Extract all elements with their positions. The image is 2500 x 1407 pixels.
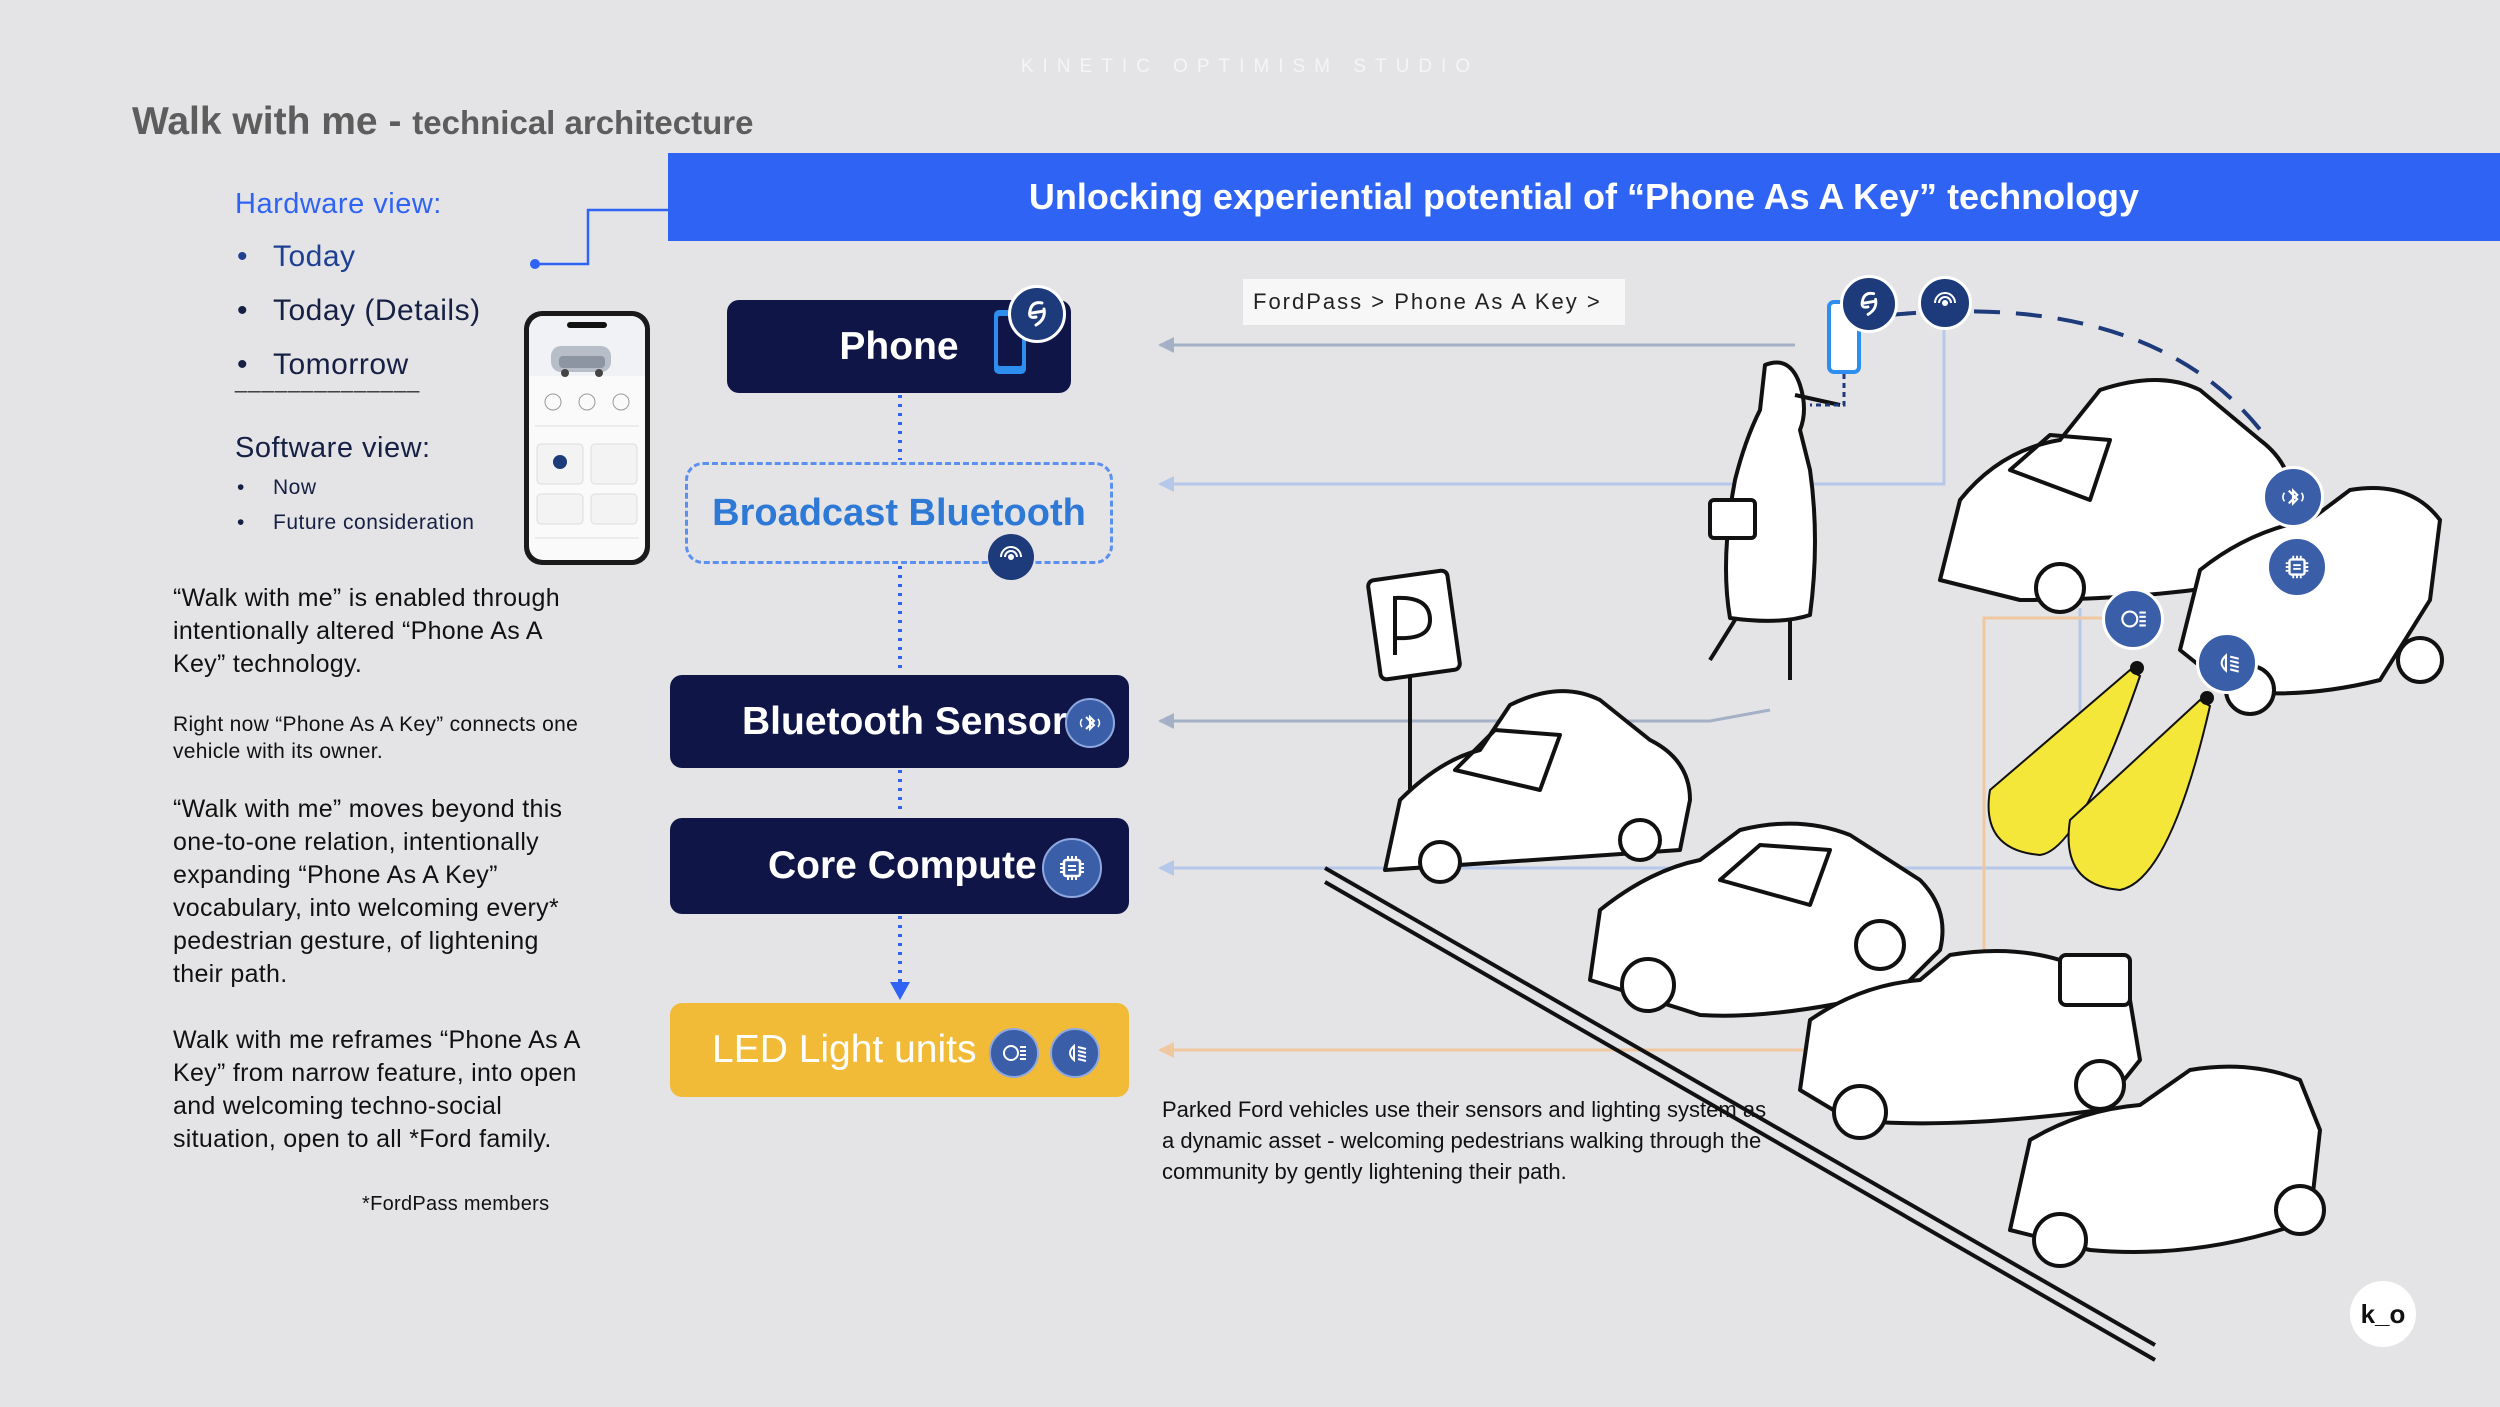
software-item-label: Now <box>273 476 317 499</box>
phone-screen <box>529 316 645 560</box>
curb <box>1324 866 2156 1362</box>
hardware-item-label: Tomorrow <box>273 348 409 381</box>
led-light-units-label: LED Light units <box>712 1028 977 1071</box>
bluetooth-icon <box>2262 466 2324 528</box>
hardware-item-tomorrow[interactable]: • Tomorrow <box>237 348 481 402</box>
low-beam-icon <box>1050 1028 1100 1078</box>
paragraph-intro: “Walk with me” is enabled through intent… <box>173 584 560 678</box>
hardware-item-today-details[interactable]: • Today (Details) <box>237 294 481 348</box>
ford-pass-icon <box>1008 285 1066 343</box>
breadcrumb[interactable]: FordPass > Phone As A Key > <box>1243 279 1625 325</box>
list-bullet: • <box>237 511 245 534</box>
paragraph-now: Right now “Phone As A Key” connects one … <box>173 713 579 763</box>
rear-light-icon <box>989 1028 1039 1078</box>
parked-cars <box>1383 378 2444 1268</box>
bluetooth-sensor-box[interactable]: Bluetooth Sensor <box>670 675 1129 768</box>
pedestrian <box>1708 360 1841 680</box>
nav-link-line <box>530 208 668 269</box>
hardware-item-label: Today (Details) <box>273 294 481 327</box>
rear-light-icon <box>2102 588 2164 650</box>
broadcast-icon <box>988 534 1034 580</box>
broadcast-icon <box>1918 276 1972 330</box>
page-title: Walk with me - technical architecture <box>132 100 753 144</box>
hardware-item-label: Today <box>273 240 356 273</box>
bluetooth-sensor-label: Bluetooth Sensor <box>742 699 1068 743</box>
software-view-heading: Software view: <box>235 432 431 464</box>
core-compute-label: Core Compute <box>768 844 1037 887</box>
software-item-label: Future consideration <box>273 511 475 534</box>
illustration-caption: Parked Ford vehicles use their sensors a… <box>1162 1097 1767 1184</box>
hardware-view-list: • Today • Today (Details) • Tomorrow <box>237 240 481 402</box>
paragraph-reframe: Walk with me reframes “Phone As A Key” f… <box>173 1026 580 1153</box>
title-sub: technical architecture <box>412 104 754 141</box>
title-separator: - <box>377 100 413 143</box>
list-bullet: • <box>237 476 245 499</box>
list-bullet: • <box>237 240 249 273</box>
ford-pass-icon <box>1840 275 1898 333</box>
broadcast-bluetooth-label: Broadcast Bluetooth <box>712 491 1086 534</box>
software-item-now[interactable]: • Now <box>237 476 474 511</box>
hardware-item-today[interactable]: • Today <box>237 240 481 294</box>
hardware-view-heading: Hardware view: <box>235 188 442 220</box>
list-bullet: • <box>237 348 249 381</box>
paragraph-beyond: “Walk with me” moves beyond this one-to-… <box>173 795 563 988</box>
banner: Unlocking experiential potential of “Pho… <box>668 153 2500 241</box>
studio-logo: k_o <box>2350 1281 2416 1347</box>
low-beam-icon <box>2196 632 2258 694</box>
phone-label: Phone <box>839 324 959 368</box>
broadcast-bluetooth-box[interactable]: Broadcast Bluetooth <box>685 462 1113 564</box>
chip-icon <box>1042 838 1102 898</box>
title-main: Walk with me <box>132 100 378 143</box>
studio-name: KINETIC OPTIMISM STUDIO <box>1020 56 1480 77</box>
flow-arrowhead <box>890 982 910 1000</box>
footnote: *FordPass members <box>362 1193 550 1215</box>
pointer-arrowheads <box>1158 337 1174 1058</box>
phone-mockup <box>524 311 650 565</box>
nav-divider: ______________ <box>235 368 421 393</box>
bluetooth-icon <box>1065 698 1115 748</box>
light-beams <box>1987 661 2214 892</box>
chip-icon <box>2266 536 2328 598</box>
list-bullet: • <box>237 294 249 327</box>
software-item-future[interactable]: • Future consideration <box>237 511 474 546</box>
software-view-list: • Now • Future consideration <box>237 476 474 546</box>
